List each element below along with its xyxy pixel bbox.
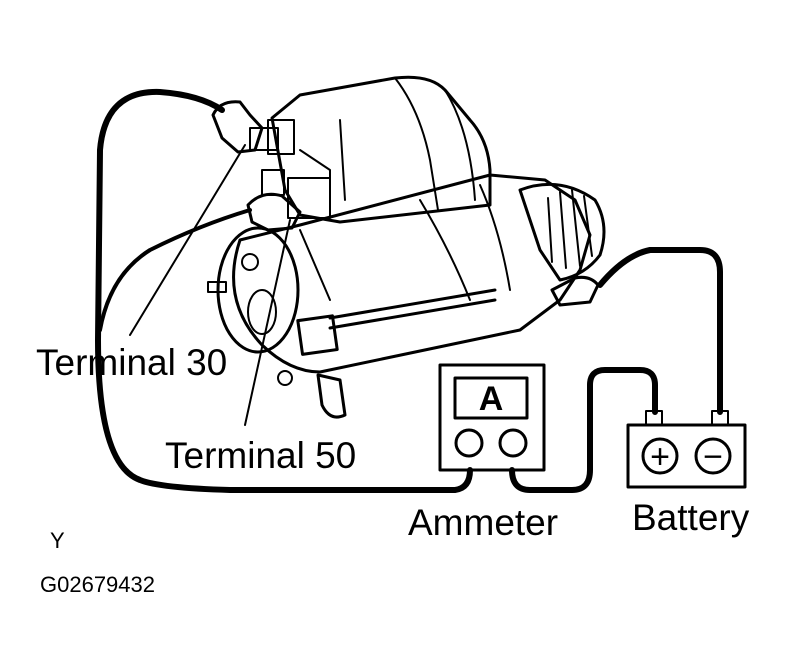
wire-ammeter-to-battery-pos: [509, 367, 658, 493]
battery-negative-sign: −: [703, 438, 723, 476]
ammeter-symbol: A: [479, 380, 504, 418]
ammeter: A: [438, 363, 546, 472]
label-view-letter: Y: [50, 528, 65, 553]
label-figure-code: G02679432: [40, 572, 155, 597]
wire-terminal30-to-ammeter: [95, 88, 473, 493]
label-battery: Battery: [632, 497, 750, 538]
battery: + −: [626, 410, 747, 489]
motor-body: [232, 173, 592, 374]
solenoid-body: [270, 75, 492, 224]
battery-positive-sign: +: [650, 438, 670, 476]
leader-terminal50: [244, 219, 291, 426]
starter-motor: [207, 75, 606, 419]
label-ammeter: Ammeter: [408, 502, 558, 543]
wire-starter-to-battery-neg: [597, 247, 723, 415]
terminal-50-connector: [246, 169, 331, 232]
end-cap: [216, 226, 300, 354]
leader-terminal30: [129, 144, 246, 336]
label-terminal-30: Terminal 30: [36, 342, 227, 383]
wire-terminal50: [98, 208, 252, 332]
label-terminal-50: Terminal 50: [165, 435, 356, 476]
